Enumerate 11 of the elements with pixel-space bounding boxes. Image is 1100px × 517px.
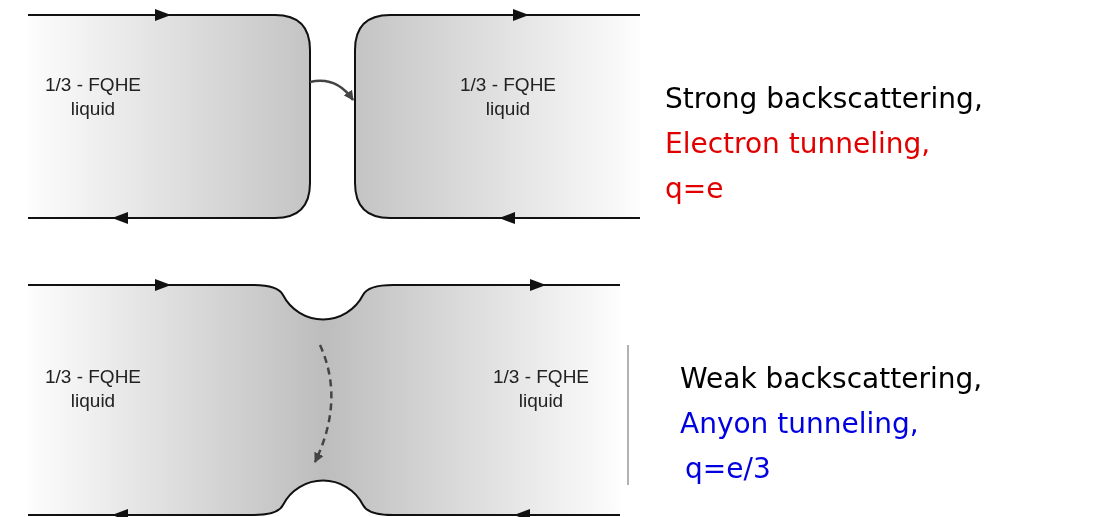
region-label: 1/3 - FQHE liquid: [491, 365, 591, 413]
caption-text: Weak backscattering,: [680, 362, 983, 395]
region-label: 1/3 - FQHE liquid: [458, 73, 558, 121]
caption-text: q=e: [665, 172, 724, 205]
region-label: 1/3 - FQHE liquid: [43, 365, 143, 413]
region-label: 1/3 - FQHE liquid: [43, 73, 143, 121]
caption-text: q=e/3: [685, 452, 771, 485]
caption-text: Electron tunneling,: [665, 127, 931, 160]
caption-text: Strong backscattering,: [665, 82, 983, 115]
tunneling-arrow: [309, 79, 354, 101]
caption-text: Anyon tunneling,: [680, 407, 919, 440]
